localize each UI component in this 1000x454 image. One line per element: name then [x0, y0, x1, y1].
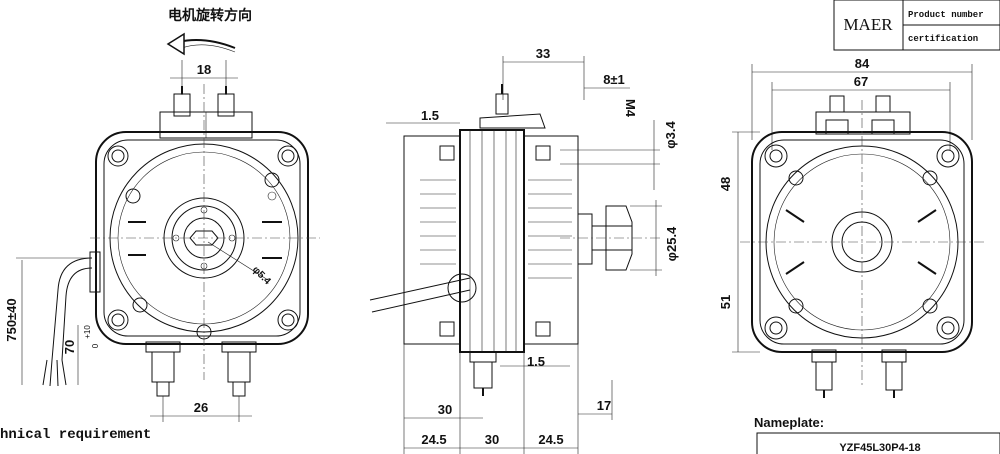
side-view: 33 8±1 M4 1.5 [369, 46, 679, 454]
dim-phi-3-4: φ3.4 [663, 121, 678, 149]
dim-8: 8±1 [603, 72, 625, 87]
dim-26: 26 [194, 400, 208, 415]
dim-m4: M4 [623, 99, 638, 118]
nameplate-label: Nameplate: [754, 415, 824, 430]
dim-48: 48 [718, 177, 733, 191]
rotation-label: 电机旋转方向 [168, 7, 252, 23]
dim-30-bottom: 30 [485, 432, 499, 447]
technical-requirement-heading: hnical requirement [0, 427, 151, 443]
dim-17: 17 [597, 398, 611, 413]
dim-strip-tol-upper: +10 [83, 325, 92, 339]
arrow-head-icon [166, 32, 185, 56]
dim-strip-length: 70 [62, 340, 77, 354]
rear-view: 84 67 48 5 [718, 56, 1000, 454]
dim-1-5-top: 1.5 [421, 108, 439, 123]
dim-30-side: 30 [438, 402, 452, 417]
dim-24-5-right: 24.5 [538, 432, 563, 447]
side-body [459, 129, 525, 353]
dim-shaft-dia: φ5.4 [250, 264, 273, 287]
dim-84: 84 [855, 56, 870, 71]
title-block: MAER Product number certification [833, 0, 1000, 51]
certification-label: certification [908, 34, 978, 44]
product-number-label: Product number [908, 10, 984, 20]
dim-33: 33 [536, 46, 550, 61]
dim-18: 18 [197, 62, 211, 77]
dim-cable-length: 750±40 [4, 298, 19, 341]
nameplate-box [756, 432, 1000, 454]
dim-phi-25-4: φ25.4 [664, 226, 679, 261]
brand-label: MAER [843, 15, 893, 34]
dim-67: 67 [854, 74, 868, 89]
front-view: 电机旋转方向 18 [0, 7, 320, 443]
nameplate-model: YZF45L30P4-18 [839, 442, 920, 454]
dim-1-5-bottom: 1.5 [527, 354, 545, 369]
dim-strip-tol-lower: 0 [91, 343, 100, 348]
dim-24-5-left: 24.5 [421, 432, 446, 447]
dim-51: 51 [718, 295, 733, 309]
